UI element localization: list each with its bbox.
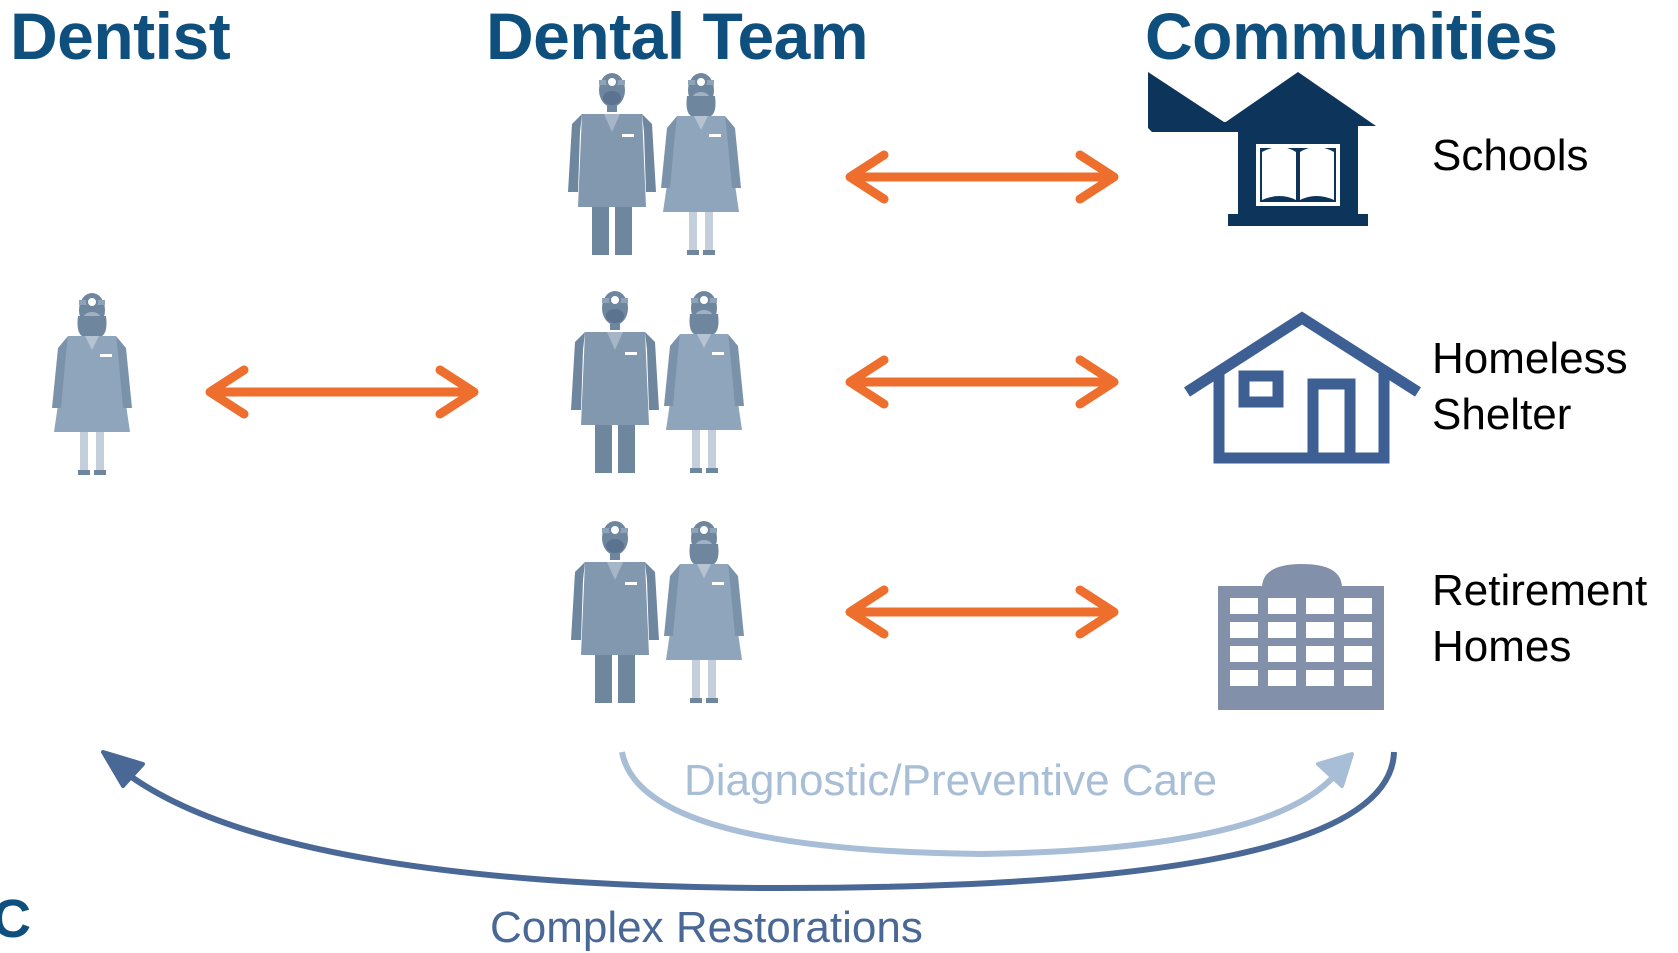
- dental-team-row-2: [570, 290, 745, 474]
- male-dental-figure: [567, 72, 657, 256]
- team-retirement-arrow: [850, 590, 1114, 634]
- male-dental-figure: [570, 290, 660, 474]
- female-dental-figure: [663, 520, 745, 704]
- heading-dentist: Dentist: [10, 0, 231, 73]
- dentist-team-arrow: [210, 370, 474, 414]
- dentist-figure: [51, 292, 133, 476]
- heading-dental-team: Dental Team: [486, 0, 869, 73]
- community-label-homeless-shelter: Homeless Shelter: [1432, 334, 1628, 439]
- complex-restorations-label: Complex Restorations: [490, 903, 923, 952]
- team-schools-arrow: [850, 155, 1114, 199]
- community-label-schools: Schools: [1432, 131, 1589, 180]
- female-dental-figure: [660, 72, 742, 256]
- heading-communities: Communities: [1145, 0, 1558, 73]
- female-dental-figure: [663, 290, 745, 474]
- house-icon: [1184, 311, 1421, 464]
- community-label-retirement-homes: Retirement Homes: [1432, 566, 1648, 671]
- school-icon: [1148, 72, 1376, 226]
- building-icon: [1218, 564, 1384, 710]
- team-shelter-arrow: [850, 360, 1114, 404]
- cropped-logo-letter: C: [0, 889, 31, 949]
- dental-team-row-3: [570, 520, 745, 704]
- preventive-care-label: Diagnostic/Preventive Care: [684, 756, 1218, 805]
- male-dental-figure: [570, 520, 660, 704]
- dental-team-row-1: [567, 72, 742, 256]
- preventive-care-arrow: [619, 751, 1354, 858]
- complex-restorations-arrow: [101, 750, 1397, 892]
